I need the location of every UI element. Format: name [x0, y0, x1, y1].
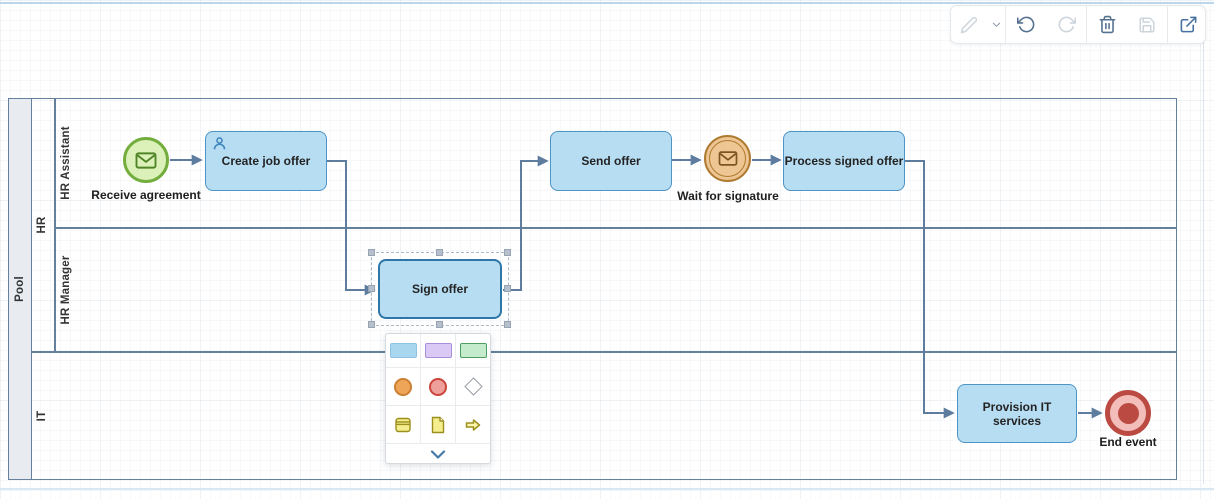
flow-create-to-sign[interactable] — [327, 160, 376, 296]
start-event-label: Receive agreement — [91, 188, 201, 202]
user-icon — [212, 136, 227, 154]
task-send-offer[interactable]: Send offer — [550, 131, 672, 191]
pool-header[interactable] — [8, 98, 32, 480]
menu-expand-button[interactable] — [386, 444, 490, 465]
toolbar-separator — [1167, 5, 1168, 44]
resize-handle-se[interactable] — [504, 321, 511, 328]
gateway-diamond-icon — [463, 377, 483, 396]
menu-item-end-event[interactable] — [421, 368, 456, 405]
caret-down-icon — [992, 22, 1000, 27]
blue-task-swatch-icon — [389, 343, 417, 358]
menu-item-document[interactable] — [421, 406, 456, 443]
menu-item-arrow[interactable] — [456, 406, 490, 443]
menu-item-blue-task[interactable] — [386, 334, 421, 367]
task-process-signed-offer[interactable]: Process signed offer — [783, 131, 905, 191]
resize-handle-w[interactable] — [368, 285, 375, 292]
lane-divider-hr-it — [31, 351, 1177, 353]
delete-button[interactable] — [1087, 6, 1127, 43]
resize-handle-s[interactable] — [436, 321, 443, 328]
edit-button[interactable] — [951, 6, 987, 43]
trash-icon — [1099, 15, 1115, 34]
chevron-down-icon — [430, 450, 446, 459]
resize-handle-nw[interactable] — [368, 249, 375, 256]
redo-button[interactable] — [1046, 6, 1086, 43]
document-icon — [431, 416, 445, 433]
lane-divider-hr-assistant-manager — [54, 227, 1177, 229]
task-label: Sign offer — [412, 282, 468, 296]
arrow-icon — [465, 418, 481, 431]
flow-sign-to-send[interactable] — [503, 155, 549, 291]
menu-item-green-subprocess[interactable] — [456, 334, 490, 367]
save-icon — [1139, 17, 1155, 32]
intermediate-event-wait-for-signature[interactable] — [704, 135, 751, 182]
resize-handle-n[interactable] — [436, 249, 443, 256]
message-icon — [718, 151, 737, 166]
purple-task-swatch-icon — [424, 343, 452, 358]
open-external-button[interactable] — [1168, 6, 1208, 43]
lane-hr-header-divider — [54, 98, 56, 352]
task-create-job-offer[interactable]: Create job offer — [205, 131, 327, 191]
task-label: Provision IT services — [982, 399, 1052, 428]
toolbar-separator — [1005, 5, 1006, 44]
menu-item-gateway[interactable] — [456, 368, 490, 405]
canvas-bottom-edge — [0, 488, 1214, 490]
undo-icon — [1016, 16, 1034, 33]
event-inner-ring — [709, 140, 746, 177]
menu-item-data-store[interactable] — [386, 406, 421, 443]
editor-toolbar — [950, 5, 1206, 44]
task-provision-it-services[interactable]: Provision IT services — [957, 384, 1077, 443]
red-event-icon — [429, 377, 447, 396]
flow-process-to-provision[interactable] — [905, 160, 955, 419]
end-event-label: End event — [1099, 435, 1157, 449]
resize-handle-e[interactable] — [504, 285, 511, 292]
replace-menu — [385, 333, 491, 464]
data-store-icon — [395, 417, 411, 432]
intermediate-event-label: Wait for signature — [677, 189, 779, 203]
toolbar-separator — [1086, 5, 1087, 44]
end-event[interactable] — [1105, 390, 1151, 436]
external-link-icon — [1180, 16, 1196, 33]
resize-handle-ne[interactable] — [504, 249, 511, 256]
menu-item-intermediate-event[interactable] — [386, 368, 421, 405]
pencil-icon — [960, 16, 978, 33]
task-label: Process signed offer — [784, 154, 904, 168]
green-subprocess-swatch-icon — [459, 343, 487, 358]
task-sign-offer[interactable]: Sign offer — [378, 259, 502, 319]
edit-options-button[interactable] — [987, 6, 1005, 43]
orange-event-icon — [394, 377, 412, 396]
task-label: Create job offer — [221, 154, 311, 168]
message-icon — [135, 151, 157, 169]
undo-button[interactable] — [1006, 6, 1046, 43]
menu-item-purple-task[interactable] — [421, 334, 456, 367]
redo-icon — [1058, 16, 1076, 33]
resize-handle-sw[interactable] — [368, 321, 375, 328]
task-label: Send offer — [581, 154, 641, 168]
end-event-dot — [1117, 402, 1139, 424]
page-boundary-line — [1203, 6, 1204, 484]
save-button[interactable] — [1127, 6, 1167, 43]
start-event-receive-agreement[interactable] — [123, 137, 169, 183]
canvas-top-edge — [0, 2, 1214, 4]
